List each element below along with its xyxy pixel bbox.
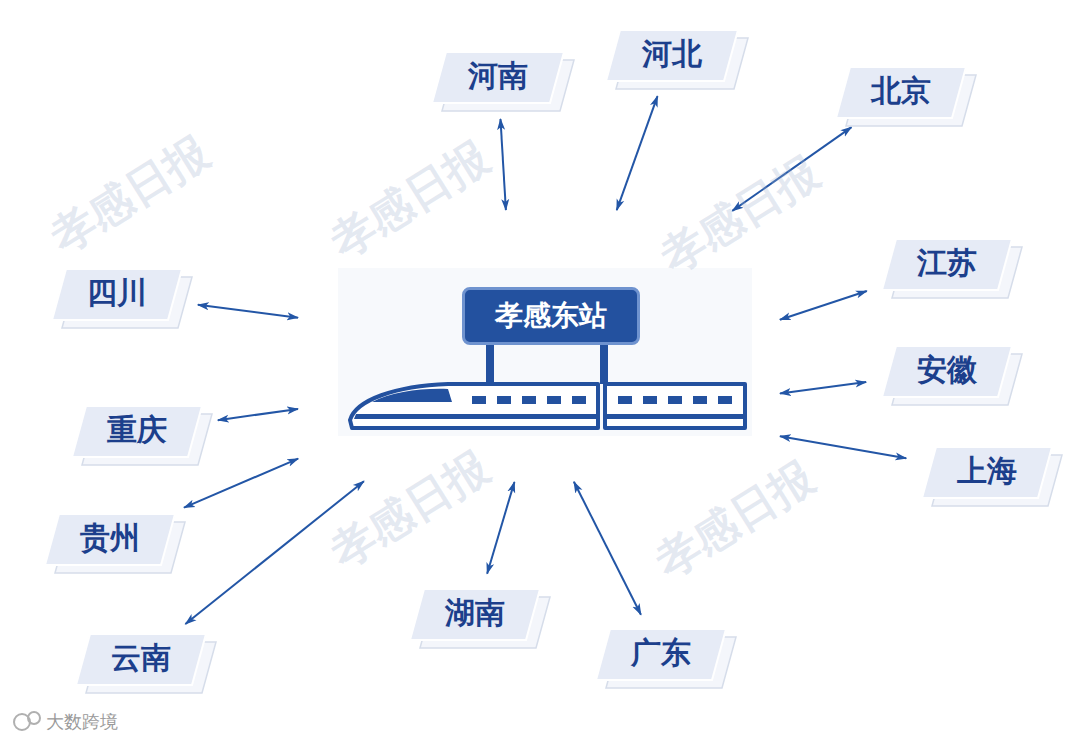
province-text-holder: 贵州: [45, 514, 175, 559]
province-text-holder: 江苏: [882, 239, 1012, 284]
province-box: 江苏: [882, 239, 1012, 290]
box-face: [52, 269, 182, 320]
station-name: 孝感东站: [465, 297, 637, 335]
box-face: [882, 346, 1012, 397]
province-box: 河南: [432, 52, 564, 103]
province-text-holder: 云南: [76, 634, 206, 679]
double-arrow: [780, 382, 866, 393]
province-box: 广东: [596, 629, 726, 680]
watermark: 孝感日报: [320, 438, 501, 581]
province-box: 安徽: [882, 346, 1012, 397]
train-windows: [472, 396, 732, 404]
province-text-holder: 重庆: [72, 406, 202, 451]
station-node: 孝感东站: [300, 212, 778, 480]
sign-post: [600, 340, 608, 384]
province-text-holder: 上海: [922, 447, 1052, 492]
double-arrow: [218, 409, 298, 420]
province-box: 四川: [52, 269, 182, 320]
box-face: [410, 589, 540, 640]
province-name: 广东: [596, 633, 726, 674]
box-face: [76, 634, 206, 685]
province-name: 安徽: [882, 350, 1012, 391]
province-name: 河南: [432, 56, 564, 97]
province-name: 贵州: [45, 518, 175, 559]
box-face: [45, 514, 175, 565]
double-arrow: [500, 119, 505, 210]
watermark: 孝感日报: [320, 128, 501, 271]
province-name: 北京: [836, 71, 966, 112]
province-text-holder: 北京: [836, 67, 966, 112]
double-arrow: [780, 291, 867, 320]
province-text-holder: 四川: [52, 269, 182, 314]
province-box: 河北: [606, 30, 738, 81]
box-face: [836, 67, 966, 118]
box-face: [606, 30, 738, 81]
double-arrow: [617, 96, 658, 210]
province-name: 江苏: [882, 243, 1012, 284]
double-arrow: [487, 482, 514, 574]
train-stripe: [354, 414, 598, 419]
province-name: 上海: [922, 451, 1052, 492]
box-face: [882, 239, 1012, 290]
province-box: 云南: [76, 634, 206, 685]
province-text-holder: 湖南: [410, 589, 540, 634]
logo-icon: [14, 712, 40, 730]
box-face: [432, 52, 564, 103]
watermark: 孝感日报: [645, 448, 826, 591]
train-stripe: [605, 414, 745, 419]
province-text-holder: 广东: [596, 629, 726, 674]
box-face: [922, 447, 1052, 498]
train-windshield: [372, 389, 452, 402]
box-face: [596, 629, 726, 680]
station-sign: 孝感东站: [462, 287, 640, 345]
province-name: 云南: [76, 638, 206, 679]
train-head-car: [350, 384, 598, 428]
double-arrow: [184, 459, 298, 508]
province-box: 湖南: [410, 589, 540, 640]
illustration-ground: [338, 268, 752, 436]
province-name: 四川: [52, 273, 182, 314]
province-text-holder: 安徽: [882, 346, 1012, 391]
province-name: 湖南: [410, 593, 540, 634]
train-car: [605, 384, 745, 428]
box-face: [72, 406, 202, 457]
province-box: 上海: [922, 447, 1052, 498]
province-box: 北京: [836, 67, 966, 118]
province-text-holder: 河南: [432, 52, 564, 97]
province-text-holder: 河北: [606, 30, 738, 75]
province-box: 重庆: [72, 406, 202, 457]
province-box: 贵州: [45, 514, 175, 565]
province-name: 重庆: [72, 410, 202, 451]
sign-post: [486, 340, 494, 384]
watermark: 孝感日报: [40, 123, 221, 266]
double-arrow: [198, 305, 298, 318]
watermark: 孝感日报: [650, 143, 831, 286]
province-name: 河北: [606, 34, 738, 75]
source-logo: 大数跨境: [46, 710, 118, 734]
double-arrow: [780, 436, 906, 458]
double-arrow: [574, 482, 641, 615]
